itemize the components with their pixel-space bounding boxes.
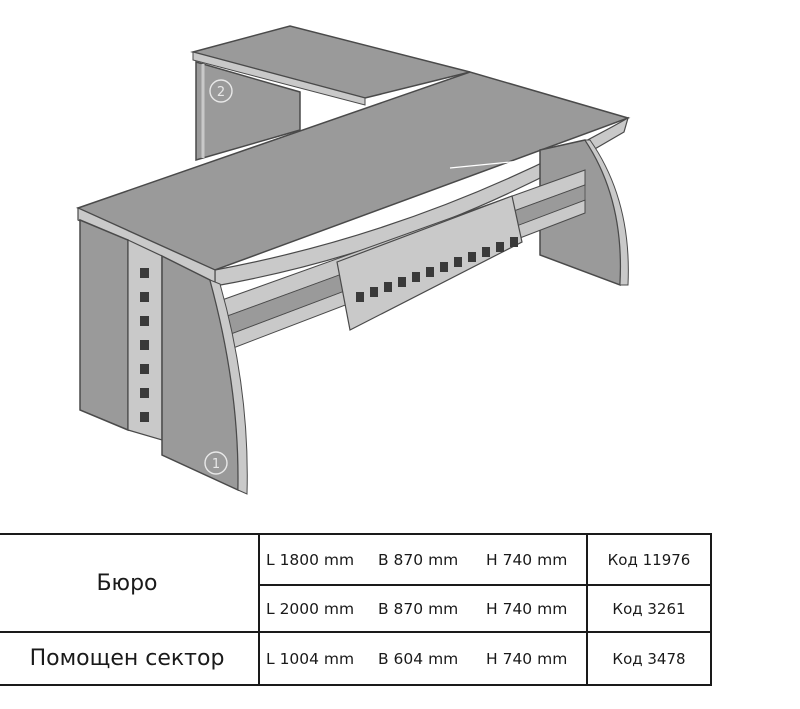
product-name: Помощен сектор: [0, 631, 260, 686]
return-side-panel: [195, 61, 301, 161]
product-code: Код 11976: [586, 533, 712, 586]
dim-length: L 1800 mm: [266, 550, 355, 569]
spec-table: Бюро L 1800 mm B 870 mm H 740 mm Код 11976…: [0, 533, 712, 686]
return-desktop-edge: [192, 51, 366, 106]
left-panel-back: [79, 218, 129, 432]
cable-tray-holes: [356, 237, 518, 302]
callout-1: 1: [204, 451, 228, 475]
svg-text:2: 2: [217, 85, 225, 100]
product-code: Код 3478: [586, 631, 712, 686]
dim-breadth: B 870 mm: [378, 599, 459, 618]
product-name: Бюро: [0, 533, 260, 633]
dimensions-cell: L 1004 mm B 604 mm H 740 mm: [258, 631, 588, 686]
dimensions-cell: L 2000 mm B 870 mm H 740 mm: [258, 584, 588, 633]
dim-height: H 740 mm: [486, 649, 568, 668]
left-leg: [161, 254, 239, 492]
dim-height: H 740 mm: [486, 550, 568, 569]
callout-2: 2: [209, 79, 233, 103]
table-row: L 2000 mm B 870 mm H 740 mm Код 3261: [0, 584, 712, 633]
dimensions-cell: L 1800 mm B 870 mm H 740 mm: [258, 533, 588, 586]
cable-tray: [336, 195, 523, 331]
dim-breadth: B 870 mm: [378, 550, 459, 569]
desk-illustration: 2 1: [75, 25, 631, 495]
left-panel-holes: [140, 268, 149, 422]
dim-height: H 740 mm: [486, 599, 568, 618]
dim-length: L 1004 mm: [266, 649, 355, 668]
product-code: Код 3261: [586, 584, 712, 633]
table-row: Помощен сектор L 1004 mm B 604 mm H 740 mm…: [0, 631, 712, 686]
main-desktop-edge: [214, 116, 629, 287]
svg-text:1: 1: [212, 457, 220, 472]
dim-length: L 2000 mm: [266, 599, 355, 618]
table-row: Бюро L 1800 mm B 870 mm H 740 mm Код 11976: [0, 533, 712, 633]
dim-breadth: B 604 mm: [378, 649, 459, 668]
